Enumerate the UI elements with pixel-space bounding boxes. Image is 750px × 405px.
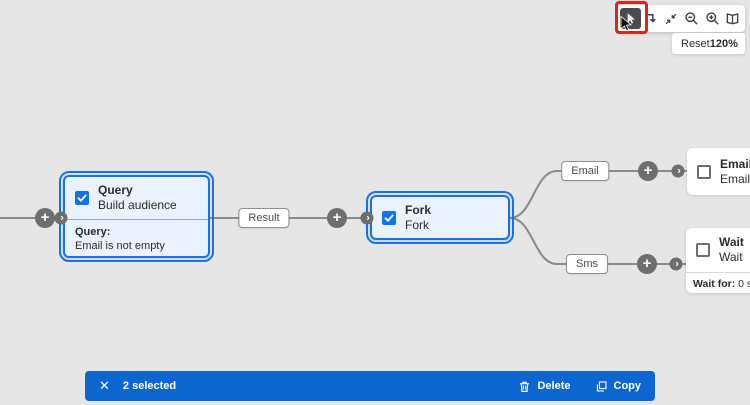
- copy-icon: [596, 380, 607, 392]
- add-activity-button[interactable]: +: [637, 254, 657, 274]
- add-activity-button[interactable]: +: [327, 208, 347, 228]
- collapse-icon: [665, 13, 677, 24]
- detail-label: Wait for:: [693, 278, 736, 290]
- delete-button[interactable]: Delete: [518, 380, 571, 393]
- selection-actions: Delete Copy: [518, 380, 641, 393]
- zoom-out-tool-button[interactable]: [682, 8, 703, 29]
- swap-paths-icon: [646, 14, 656, 23]
- add-activity-button[interactable]: +: [638, 161, 658, 181]
- check-icon: [77, 194, 87, 203]
- node-query[interactable]: Query Build audience Query: Email is not…: [59, 171, 214, 262]
- transition-label-sms[interactable]: Sms: [566, 254, 608, 274]
- zoom-in-tool-button[interactable]: [702, 8, 723, 29]
- transition-arrow-icon[interactable]: ›: [54, 211, 68, 225]
- transition-arrow-icon[interactable]: ›: [669, 257, 683, 271]
- overview-tool-button[interactable]: [723, 8, 744, 29]
- fork-text-block: Fork Fork: [405, 203, 431, 233]
- email-checkbox[interactable]: [697, 164, 711, 179]
- zoom-out-icon: [685, 12, 698, 25]
- fork-checkbox[interactable]: [382, 210, 396, 225]
- query-detail: Query: Email is not empty: [65, 220, 208, 259]
- clear-selection-button[interactable]: ✕: [99, 378, 110, 393]
- zoom-panel: Reset 120%: [672, 33, 745, 54]
- transition-arrow-icon[interactable]: ›: [360, 211, 374, 225]
- copy-button[interactable]: Copy: [595, 380, 642, 393]
- node-subtitle: Build audience: [98, 198, 177, 212]
- zoom-in-icon: [706, 12, 719, 25]
- node-title: Wait: [719, 235, 744, 249]
- delete-label: Delete: [537, 380, 571, 392]
- zoom-level-value: 120%: [709, 37, 738, 50]
- transition-label-email[interactable]: Email: [561, 161, 609, 181]
- selection-count: 2 selected: [122, 380, 177, 392]
- pointer-icon: [627, 13, 635, 24]
- wait-detail: Wait for: 0 seconds: [686, 273, 750, 295]
- detail-value: Email is not empty: [75, 240, 165, 252]
- node-subtitle: Wait: [719, 250, 743, 264]
- node-wait[interactable]: Wait Wait Wait for: 0 seconds: [686, 228, 750, 293]
- detail-value: 0 seconds: [738, 278, 750, 290]
- selection-action-bar: ✕ 2 selected Delete Copy: [85, 371, 655, 401]
- trash-icon: [520, 381, 530, 392]
- query-text-block: Query Build audience: [98, 183, 177, 213]
- node-divider: [686, 272, 750, 273]
- node-email[interactable]: Email Email: [687, 148, 750, 195]
- wait-text-block: Wait Wait: [719, 235, 744, 265]
- check-icon: [384, 214, 394, 222]
- add-activity-button[interactable]: +: [35, 208, 55, 228]
- node-title: Email: [720, 156, 750, 171]
- node-subtitle: Email: [720, 171, 750, 186]
- transition-label-result[interactable]: Result: [238, 208, 290, 228]
- canvas-toolbar: [618, 5, 745, 32]
- reset-zoom-button[interactable]: Reset: [681, 37, 710, 50]
- node-subtitle: Fork: [405, 217, 429, 232]
- node-title: Query: [98, 183, 133, 197]
- map-overview-icon: [726, 13, 739, 25]
- collapse-tool-button[interactable]: [661, 8, 682, 29]
- wait-checkbox[interactable]: [696, 243, 710, 257]
- email-text-block: Email Email: [720, 157, 750, 187]
- select-tool-button[interactable]: [620, 8, 641, 29]
- swap-paths-tool-button[interactable]: [641, 8, 662, 29]
- copy-label: Copy: [613, 380, 642, 392]
- transition-arrow-icon[interactable]: ›: [671, 164, 685, 178]
- node-title: Fork: [405, 202, 432, 217]
- node-fork[interactable]: Fork Fork: [366, 191, 514, 244]
- detail-label: Query:: [75, 226, 111, 238]
- node-divider: [65, 219, 208, 220]
- query-checkbox[interactable]: [75, 191, 89, 205]
